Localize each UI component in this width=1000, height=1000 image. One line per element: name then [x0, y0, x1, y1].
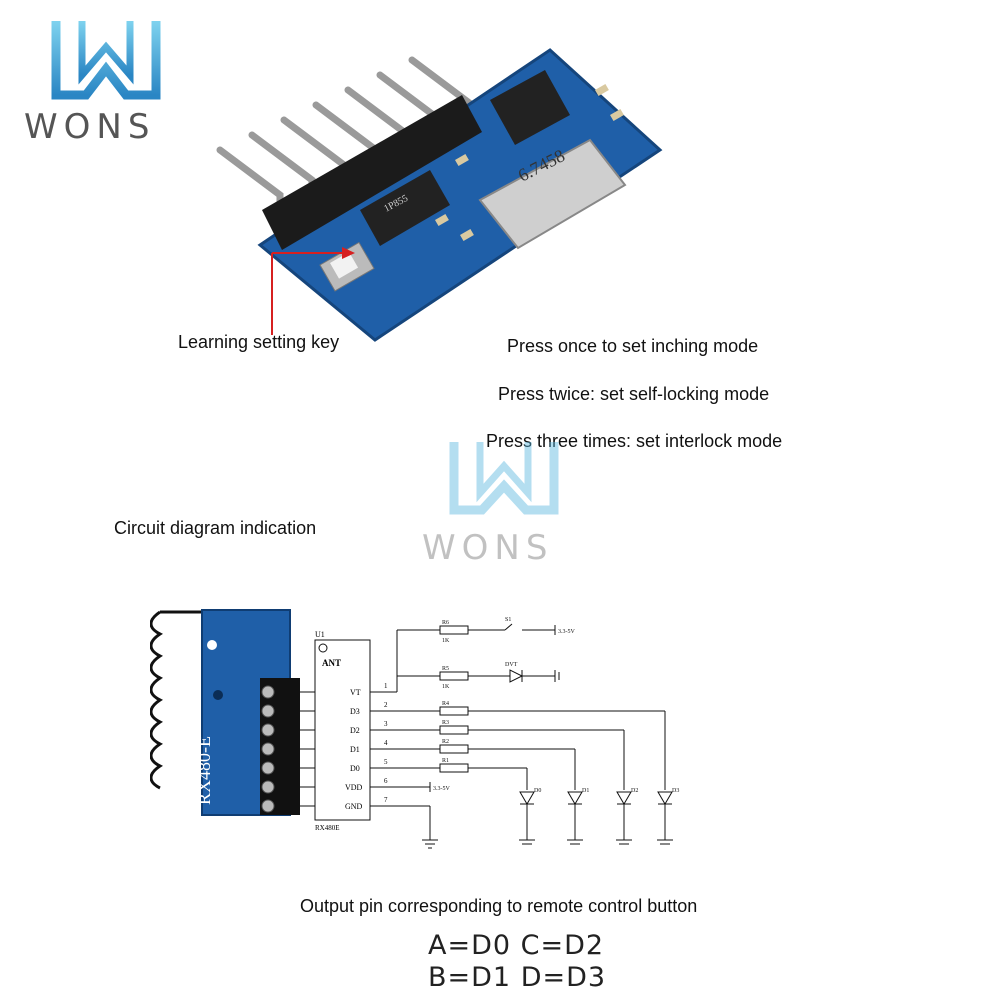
press-once-caption: Press once to set inching mode — [507, 336, 759, 356]
resistor-ref: R6 — [442, 620, 449, 626]
pin-number: 3 — [384, 720, 388, 728]
brand-logo-mark — [51, 21, 161, 100]
pin-number: 2 — [384, 701, 388, 709]
resistor-ref: R2 — [442, 739, 449, 745]
module-photo: 6.7458 1P855 — [216, 48, 663, 342]
mapping-line-2: B=D1 D=D3 — [428, 962, 607, 993]
resistor-ref: R1 — [442, 758, 449, 764]
rx-module-board: RX480-E — [194, 609, 300, 816]
pin-number: 1 — [384, 682, 388, 690]
vdd-supply-label: 3.3-5V — [433, 786, 450, 792]
pin-name: D0 — [350, 764, 360, 773]
pin-name: VDD — [345, 783, 363, 792]
led-label: D3 — [672, 788, 679, 794]
ic-ref: U1 — [315, 630, 325, 639]
mapping-line-1: A=D0 C=D2 — [428, 930, 605, 961]
watermark-text: WONS — [422, 528, 554, 568]
pin-number: 5 — [384, 758, 388, 766]
brand-logo-text: WONS — [24, 107, 156, 147]
pin-name: D3 — [350, 707, 360, 716]
led-label: D0 — [534, 788, 541, 794]
ic-u1: U1 ANT RX480E VT D3 D2 D1 D0 VDD GND 1 2… — [314, 630, 388, 832]
indicator-led-label: DVT — [505, 662, 518, 668]
ic-ant: ANT — [322, 658, 341, 668]
learning-key-arrow — [271, 247, 355, 335]
pin-name: GND — [345, 802, 363, 811]
resistor-val: 1K — [442, 638, 450, 644]
switch-label: S1 — [505, 617, 511, 623]
pin-name: D1 — [350, 745, 360, 754]
resistor-ref: R3 — [442, 720, 449, 726]
learning-key-caption: Learning setting key — [178, 332, 340, 352]
decoder-chip — [360, 170, 450, 246]
resistor-ref: R5 — [442, 666, 449, 672]
press-three-caption: Press three times: set interlock mode — [486, 431, 783, 451]
rf-chip — [490, 70, 570, 145]
center-watermark: WONS — [420, 438, 590, 568]
watermark-mark — [449, 442, 559, 515]
schematic-wiring — [370, 623, 673, 849]
supply-label: 3.3-5V — [558, 629, 575, 635]
led-label: D2 — [631, 788, 638, 794]
antenna-coil — [150, 610, 205, 790]
circuit-schematic: RX480-E U1 ANT RX480E VT D3 D2 D1 D0 VDD… — [150, 609, 679, 849]
resistor-val: 1K — [442, 684, 450, 690]
pin-name: D2 — [350, 726, 360, 735]
pin-number: 6 — [384, 777, 388, 785]
ic-name: RX480E — [315, 824, 340, 832]
pin-header — [262, 95, 482, 250]
pin-name: VT — [350, 688, 361, 697]
led-label: D1 — [582, 788, 589, 794]
pin-number: 7 — [384, 796, 388, 804]
smd-components — [435, 83, 624, 242]
circuit-diagram-caption: Circuit diagram indication — [114, 518, 317, 538]
press-twice-caption: Press twice: set self-locking mode — [498, 384, 770, 404]
module-label: RX480-E — [194, 736, 214, 805]
pin-number: 4 — [384, 739, 388, 747]
resistor-ref: R4 — [442, 701, 449, 707]
brand-logo: WONS — [22, 15, 192, 150]
output-pin-caption: Output pin corresponding to remote contr… — [300, 896, 698, 916]
